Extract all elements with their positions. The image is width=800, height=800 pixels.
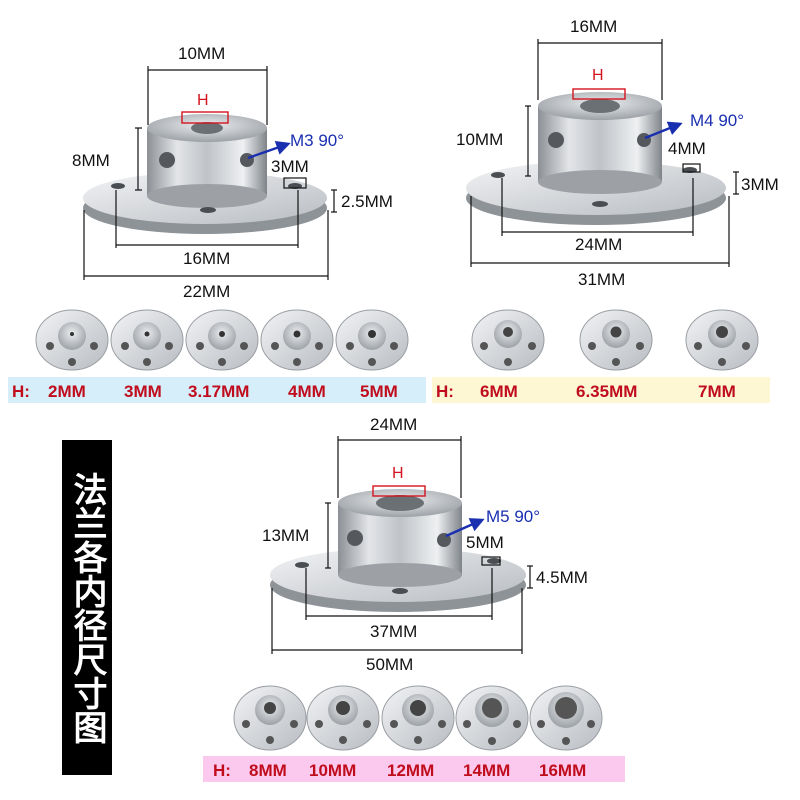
small-pcd-label: 16MM xyxy=(183,249,231,268)
large-thickness-label: 4.5MM xyxy=(536,568,588,587)
size-medium-1: 6.35MM xyxy=(576,382,638,401)
thumb-4mm xyxy=(260,309,334,371)
thumb-3-17mm xyxy=(185,309,259,371)
small-hole-label: H xyxy=(197,92,209,109)
flange-small-drawing xyxy=(83,114,327,234)
large-pcd-label: 37MM xyxy=(370,622,418,641)
size-bar-large: H: 8MM 10MM 12MM 14MM 16MM xyxy=(203,756,625,782)
size-small-2: 3.17MM xyxy=(188,382,250,401)
thumb-6-35mm xyxy=(579,309,653,371)
thumb-10mm xyxy=(306,685,380,751)
size-medium-2: 7MM xyxy=(698,382,736,401)
thumb-5mm xyxy=(335,309,409,371)
flange-medium-drawing xyxy=(466,92,726,225)
large-slot-label: 5MM xyxy=(466,533,504,552)
medium-height-label: 10MM xyxy=(456,130,504,149)
size-bar-medium-prefix: H: xyxy=(436,382,454,401)
thumb-6mm xyxy=(471,309,545,371)
size-bar-medium: H: 6MM 6.35MM 7MM xyxy=(432,377,770,403)
thumb-16mm xyxy=(529,685,603,751)
size-medium-0: 6MM xyxy=(480,382,518,401)
page-title: 法兰各内径尺寸图 xyxy=(62,440,112,775)
thumb-3mm xyxy=(110,309,184,371)
size-large-3: 14MM xyxy=(463,761,511,780)
flange-large-drawing xyxy=(270,489,526,612)
large-screw-label: M5 90° xyxy=(486,507,541,526)
medium-outer-label: 31MM xyxy=(578,270,626,289)
small-top-width-label: 10MM xyxy=(178,44,226,63)
small-thickness-label: 2.5MM xyxy=(341,192,393,211)
size-bar-small-prefix: H: xyxy=(12,382,30,401)
small-slot-label: 3MM xyxy=(271,157,309,176)
medium-thickness-label: 3MM xyxy=(741,175,779,194)
thumbnails-small xyxy=(35,309,409,371)
small-height-label: 8MM xyxy=(72,151,110,170)
thumb-12mm xyxy=(381,685,455,751)
size-small-3: 4MM xyxy=(288,382,326,401)
medium-top-width-label: 16MM xyxy=(570,17,618,36)
large-outer-label: 50MM xyxy=(366,655,414,674)
medium-screw-label: M4 90° xyxy=(690,111,745,130)
large-top-width-label: 24MM xyxy=(370,415,418,434)
flange-small-dimensions xyxy=(83,66,337,280)
size-small-4: 5MM xyxy=(360,382,398,401)
size-bar-large-prefix: H: xyxy=(213,761,231,780)
size-large-4: 16MM xyxy=(539,761,587,780)
flange-large-dimensions xyxy=(271,436,533,654)
thumbnails-large xyxy=(233,685,603,751)
medium-slot-label: 4MM xyxy=(668,139,706,158)
medium-pcd-label: 24MM xyxy=(575,235,623,254)
size-large-2: 12MM xyxy=(387,761,435,780)
large-hole-label: H xyxy=(392,465,404,482)
size-small-1: 3MM xyxy=(124,382,162,401)
flange-medium-dimensions xyxy=(470,39,739,267)
small-outer-label: 22MM xyxy=(183,282,231,301)
size-large-0: 8MM xyxy=(249,761,287,780)
thumb-7mm xyxy=(685,309,759,371)
large-height-label: 13MM xyxy=(262,526,310,545)
thumb-14mm xyxy=(455,685,529,751)
small-screw-label: M3 90° xyxy=(290,131,345,150)
thumb-8mm xyxy=(233,685,307,751)
size-bar-small: H: 2MM 3MM 3.17MM 4MM 5MM xyxy=(8,377,426,403)
size-small-0: 2MM xyxy=(48,382,86,401)
size-large-1: 10MM xyxy=(309,761,357,780)
medium-hole-label: H xyxy=(592,67,604,84)
thumb-2mm xyxy=(35,309,109,371)
thumbnails-medium xyxy=(471,309,759,371)
